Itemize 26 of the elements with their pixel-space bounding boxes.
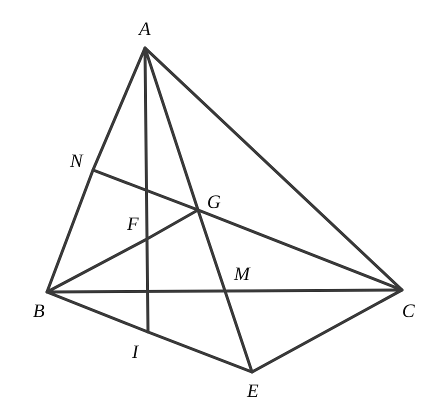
line-segment <box>250 288 404 374</box>
line-segment <box>46 238 148 294</box>
line-segment <box>92 46 146 172</box>
line-segment <box>144 46 148 240</box>
line-segment <box>224 288 404 292</box>
line-segment <box>144 46 200 212</box>
line-segment <box>196 208 404 292</box>
point-label: I <box>132 344 138 362</box>
point-label: N <box>70 153 83 171</box>
line-segment <box>146 330 254 374</box>
line-segment <box>144 46 404 292</box>
point-label: G <box>207 194 221 212</box>
line-segment <box>92 168 200 212</box>
line-segment <box>46 290 150 334</box>
point-label: F <box>127 216 139 234</box>
line-segment <box>46 290 226 294</box>
line-segment <box>146 238 150 334</box>
point-label: C <box>402 303 415 321</box>
line-segment <box>146 208 200 240</box>
point-label: B <box>33 303 45 321</box>
point-label: M <box>234 266 250 284</box>
point-label: E <box>247 383 259 401</box>
line-segment <box>224 290 254 374</box>
line-segment <box>46 168 94 294</box>
point-label: A <box>139 21 151 39</box>
line-segment <box>196 208 226 292</box>
